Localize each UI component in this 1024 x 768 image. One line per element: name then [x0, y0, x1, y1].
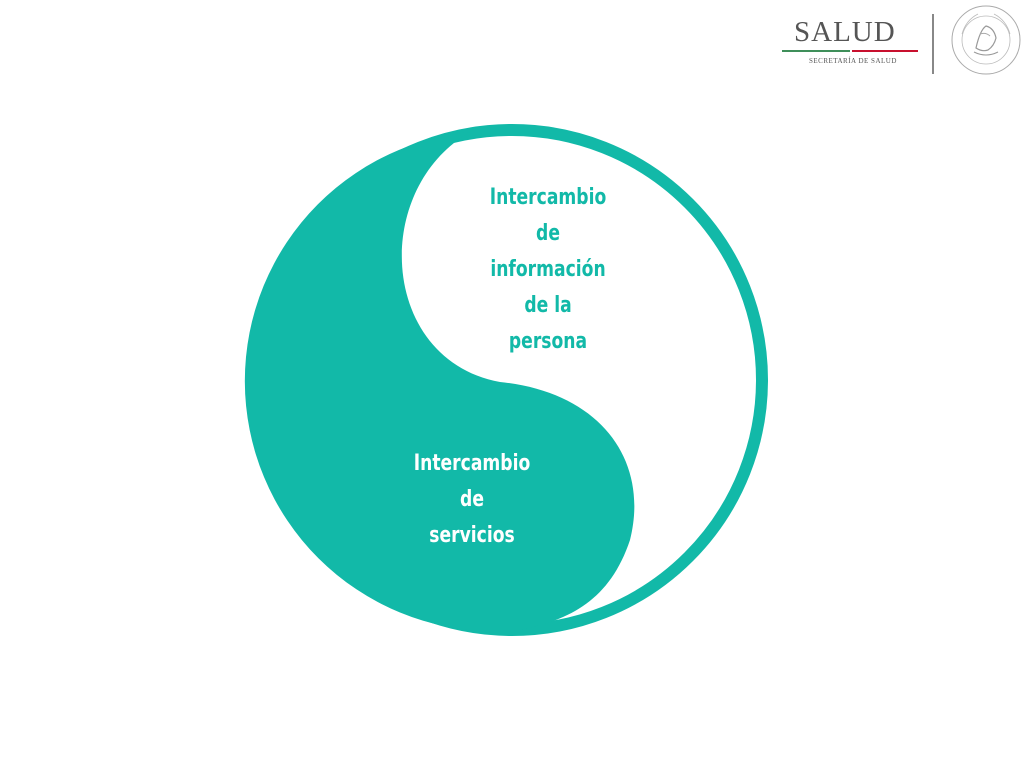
salud-logo: SALUD SECRETARÍA DE SALUD	[782, 14, 918, 70]
label-line: de	[460, 487, 484, 512]
label-line: Intercambio	[489, 185, 607, 210]
label-line: persona	[508, 329, 588, 354]
label-line: Intercambio	[413, 451, 531, 476]
label-line: información	[490, 257, 606, 282]
header-divider	[932, 14, 934, 74]
logo-red-line	[852, 50, 918, 52]
services-label: Intercambio de servicios	[394, 446, 550, 554]
header: SALUD SECRETARÍA DE SALUD	[0, 0, 1024, 90]
person-information-label: Intercambio de información de la persona	[470, 180, 626, 360]
salud-wordmark: SALUD	[794, 16, 896, 48]
salud-subtitle: SECRETARÍA DE SALUD	[809, 57, 897, 65]
services-section	[244, 132, 635, 632]
label-line: de la	[524, 293, 572, 318]
label-line: servicios	[429, 523, 515, 548]
logo-green-line	[782, 50, 850, 52]
mexico-seal-icon	[951, 5, 1021, 75]
label-line: de	[536, 221, 560, 246]
